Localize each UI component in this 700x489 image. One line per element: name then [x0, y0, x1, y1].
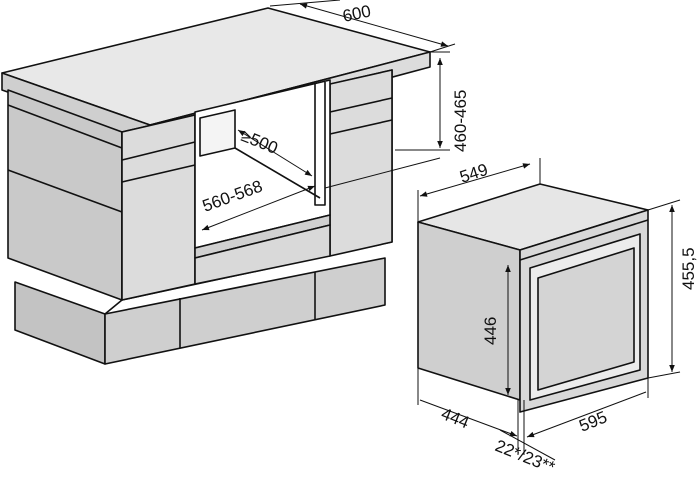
label-front-offset: 22*/23**: [493, 436, 558, 477]
label-body-width-444: 444: [439, 404, 472, 432]
oven-appliance: [417, 183, 649, 413]
plinth-front: [14, 281, 106, 365]
dimension-lines: [201, 0, 681, 461]
kitchen-island-cabinet: [1, 7, 431, 365]
label-width-595: 595: [576, 407, 609, 435]
label-oven-depth-549: 549: [457, 160, 490, 187]
label-depth-600: 600: [341, 1, 373, 25]
label-front-height-446: 446: [481, 317, 500, 345]
label-height-460-465: 460-465: [451, 90, 470, 152]
label-oven-height: 455,5: [679, 247, 698, 290]
oven-side: [417, 221, 521, 401]
